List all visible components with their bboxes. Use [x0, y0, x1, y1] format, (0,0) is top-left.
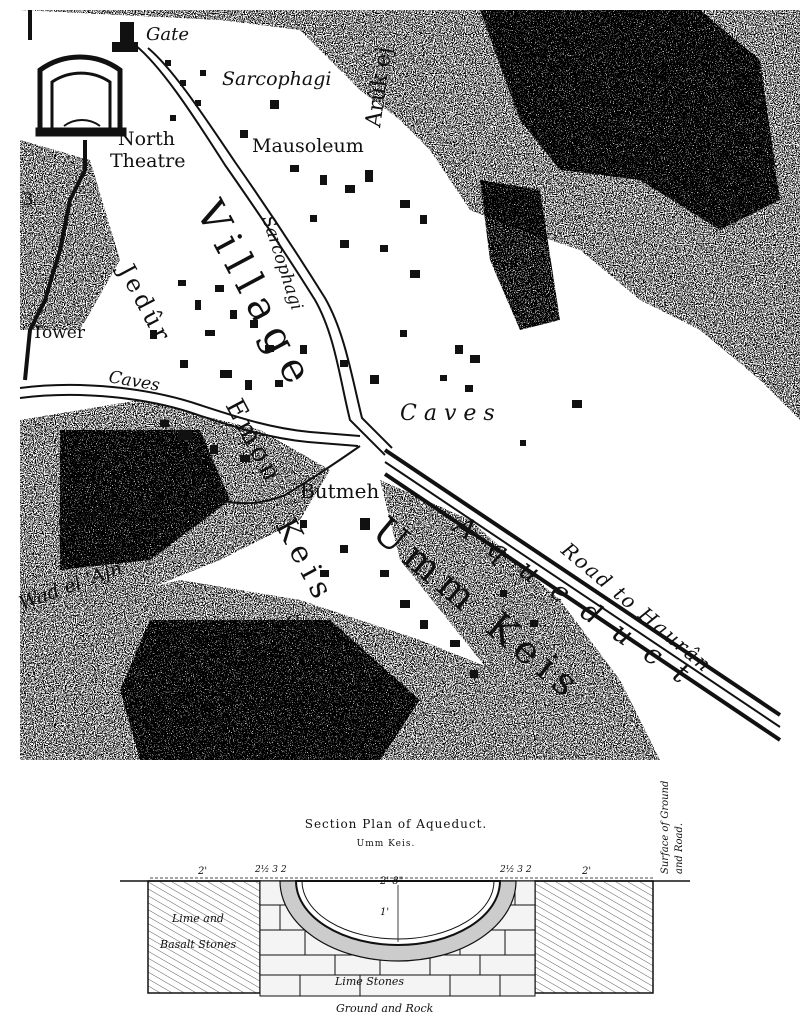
label-lime-and: Lime and — [171, 912, 224, 925]
dim-right: 2' — [581, 866, 591, 877]
section-subtitle: Umm Keis. — [357, 839, 416, 849]
label-village: Village — [186, 192, 326, 400]
right-lime-basalt-block — [534, 880, 654, 994]
site-map: Gate Sarcophagi Arûk ej North Theatre Ma… — [16, 10, 800, 760]
city-wall — [23, 10, 87, 381]
label-sarcophagi-top: Sarcophagi — [222, 68, 331, 90]
label-margin-3: 3 — [22, 189, 33, 210]
label-tower: Tower — [32, 323, 86, 343]
left-lime-basalt-block — [147, 880, 261, 994]
dim-right-small: 2½ 3 2 — [499, 864, 532, 875]
label-butmeh: Butmeh — [300, 479, 379, 503]
label-jedur: Jedûr — [111, 257, 178, 349]
label-basalt-stones: Basalt Stones — [159, 938, 236, 951]
label-surface-of-ground: Surface of Ground — [660, 781, 671, 874]
roads — [19, 44, 393, 505]
label-caves-center: Caves — [400, 401, 502, 426]
dim-left-small: 2½ 3 2 — [254, 864, 287, 875]
label-keis: Keis — [268, 512, 342, 610]
building-footprints — [150, 60, 582, 678]
aqueduct-line — [383, 448, 782, 742]
label-north: North — [118, 128, 175, 150]
terrain-shading — [20, 10, 800, 760]
label-mausoleum: Mausoleum — [252, 135, 364, 157]
label-caves-left: Caves — [107, 367, 161, 396]
label-lime-stones: Lime Stones — [334, 975, 404, 988]
label-theatre: Theatre — [110, 150, 185, 172]
section-title: Section Plan of Aqueduct. — [305, 817, 488, 831]
gate-marker — [112, 22, 138, 52]
dim-center: 2' 8" — [379, 876, 403, 887]
aqueduct-section-plan: Section Plan of Aqueduct. Umm Keis. 2' 2… — [120, 781, 690, 1015]
dim-left: 2' — [197, 866, 207, 877]
label-and-road: and Road. — [674, 823, 685, 874]
north-theatre — [35, 54, 127, 137]
label-ground-and-rock: Ground and Rock — [336, 1002, 434, 1015]
label-gate: Gate — [146, 24, 189, 45]
dim-depth: 1' — [380, 907, 389, 918]
